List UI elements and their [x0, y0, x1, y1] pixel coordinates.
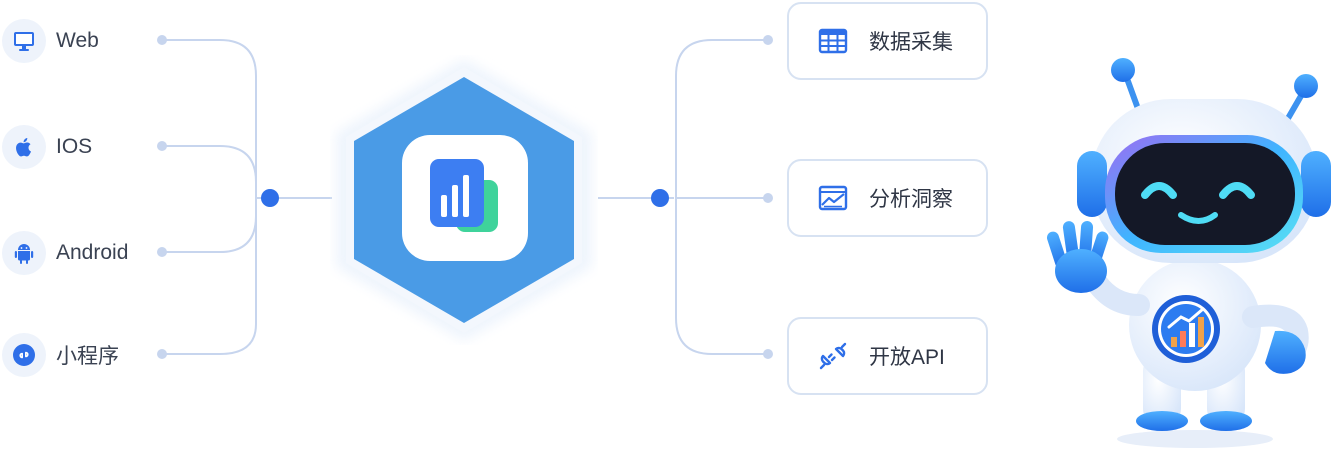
- feature-open-api: 开放API: [787, 317, 988, 395]
- platform-label: Android: [56, 241, 129, 264]
- platform-label: Web: [56, 29, 99, 52]
- platform-label: IOS: [56, 135, 93, 158]
- table-grid-icon: [815, 23, 851, 59]
- left-connector-dots: [157, 35, 167, 359]
- platform-mini-program: 小程序: [0, 331, 119, 379]
- mini-program-icon: [2, 333, 46, 377]
- left-junction-dot: [261, 189, 279, 207]
- feature-data-collection: 数据采集: [787, 2, 988, 80]
- analytics-app-icon: [430, 159, 498, 232]
- robot-mascot-icon: [1035, 55, 1335, 450]
- monitor-icon: [2, 19, 46, 63]
- feature-label: 开放API: [869, 346, 945, 369]
- chart-picture-icon: [815, 180, 851, 216]
- platform-label: 小程序: [56, 345, 119, 368]
- platform-ios: IOS: [0, 123, 92, 171]
- platform-android: Android: [0, 229, 128, 277]
- central-hub: [330, 55, 598, 345]
- feature-label: 数据采集: [869, 31, 953, 54]
- android-icon: [2, 231, 46, 275]
- right-junction-dot: [651, 189, 669, 207]
- feature-analysis-insight: 分析洞察: [787, 159, 988, 237]
- right-connector-dots: [763, 35, 773, 359]
- feature-label: 分析洞察: [869, 188, 953, 211]
- plug-connector-icon: [815, 338, 851, 374]
- apple-icon: [2, 125, 46, 169]
- platform-web: Web: [0, 17, 99, 65]
- left-connector-lines: [162, 39, 332, 355]
- right-connector-lines: [598, 39, 768, 355]
